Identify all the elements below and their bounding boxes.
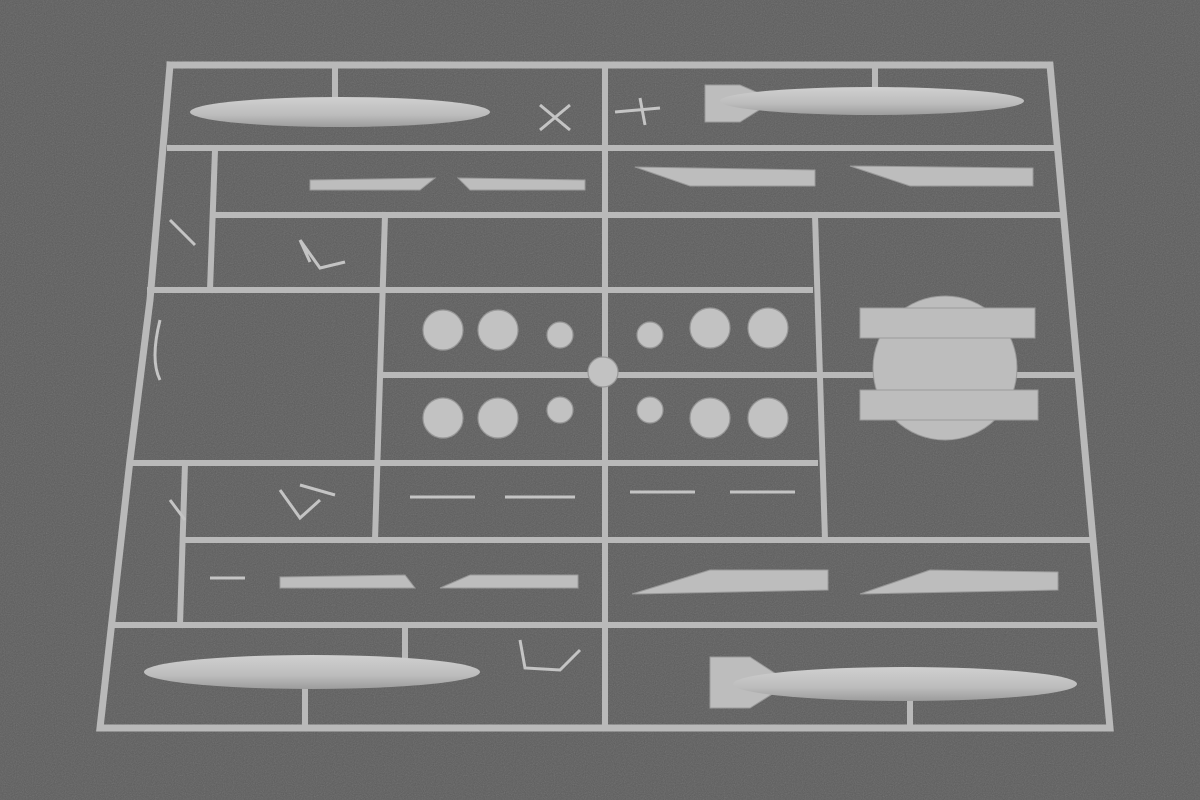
gear-door-parts bbox=[859, 295, 1039, 441]
drop-tank-parts bbox=[144, 84, 1077, 709]
pylon-parts bbox=[279, 165, 1059, 595]
drop-tank bbox=[144, 655, 480, 689]
drop-tank bbox=[733, 667, 1077, 701]
drop-tank bbox=[720, 87, 1024, 115]
sprue-runners bbox=[112, 62, 1103, 731]
drop-tank bbox=[190, 97, 490, 127]
wheel-parts bbox=[422, 307, 789, 439]
strut-parts bbox=[153, 97, 795, 672]
sprue-frame bbox=[96, 61, 1114, 732]
